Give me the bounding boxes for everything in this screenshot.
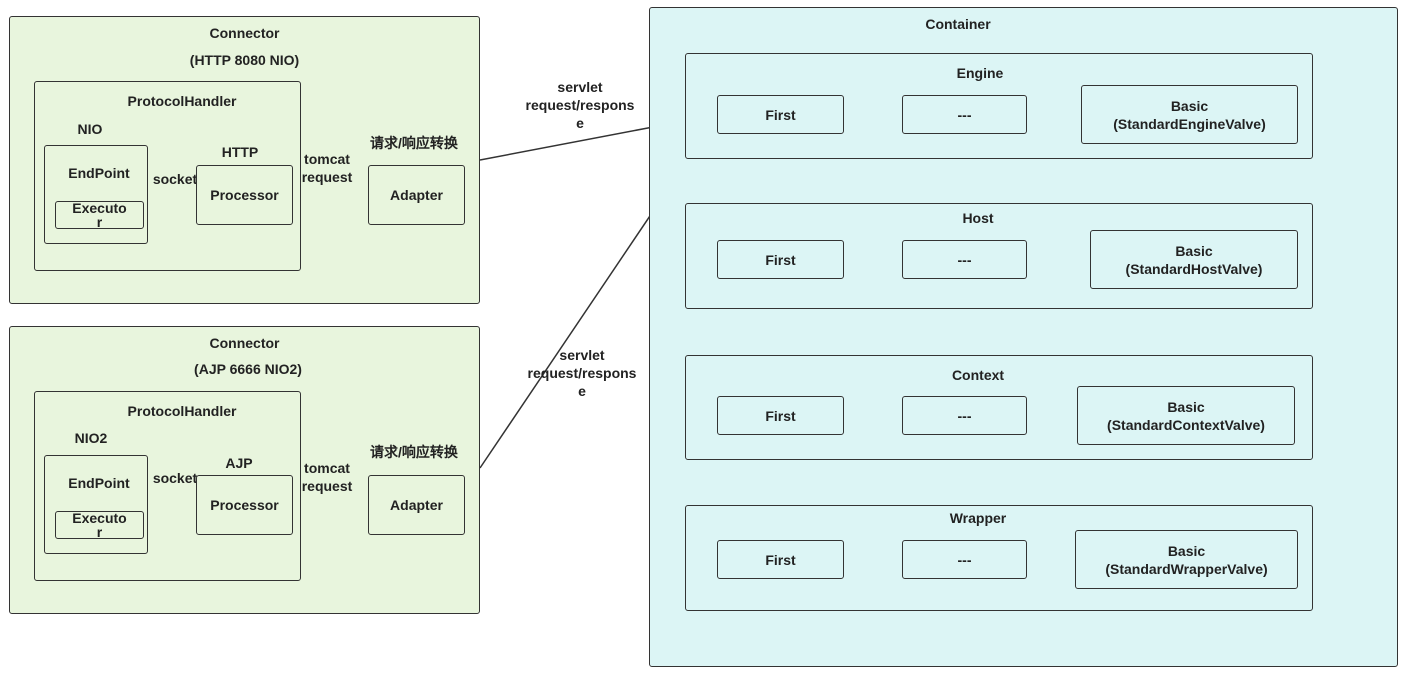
io-model-label: NIO	[77, 121, 103, 137]
engine-label: Engine	[956, 65, 1004, 81]
processor-type-label: HTTP	[221, 144, 259, 160]
connector-ajp	[9, 326, 480, 614]
protocol-handler-box	[34, 391, 301, 581]
connector-title: Connector	[209, 335, 280, 351]
protocol-handler-box	[34, 81, 301, 271]
socket-label: socket	[152, 470, 198, 486]
wrapper-basic-valve: Basic (StandardWrapperValve)	[1075, 530, 1298, 589]
connector-subtitle: (AJP 6666 NIO2)	[194, 361, 302, 377]
connector-title: Connector	[209, 25, 280, 41]
servlet-request-label: servlet request/respons e	[525, 79, 635, 131]
tomcat-request-label: tomcat request	[301, 151, 353, 185]
executor-box: Executo r	[55, 201, 144, 229]
wrapper-label: Wrapper	[949, 510, 1007, 526]
context-layer	[685, 355, 1313, 460]
protocol-handler-label: ProtocolHandler	[127, 93, 237, 109]
host-basic-valve: Basic (StandardHostValve)	[1090, 230, 1298, 289]
host-layer	[685, 203, 1313, 309]
context-label: Context	[951, 367, 1005, 383]
socket-label: socket	[152, 171, 198, 187]
io-model-label: NIO2	[74, 430, 108, 446]
engine-middle-valve: ---	[902, 95, 1027, 134]
conversion-label: 请求/响应转换	[370, 444, 458, 460]
host-label: Host	[962, 210, 994, 226]
processor-type-label: AJP	[225, 455, 253, 471]
engine-basic-valve: Basic (StandardEngineValve)	[1081, 85, 1298, 144]
endpoint-box	[44, 455, 148, 554]
processor-box: Processor	[196, 165, 293, 225]
adapter-box: Adapter	[368, 475, 465, 535]
wrapper-layer	[685, 505, 1313, 611]
context-first-valve: First	[717, 396, 844, 435]
tomcat-request-label: tomcat request	[301, 460, 353, 494]
adapter-box: Adapter	[368, 165, 465, 225]
host-first-valve: First	[717, 240, 844, 279]
connector-http	[9, 16, 480, 304]
protocol-handler-label: ProtocolHandler	[127, 403, 237, 419]
engine-first-valve: First	[717, 95, 844, 134]
container-title: Container	[925, 16, 991, 32]
context-middle-valve: ---	[902, 396, 1027, 435]
wrapper-first-valve: First	[717, 540, 844, 579]
container-box	[649, 7, 1398, 667]
processor-box: Processor	[196, 475, 293, 535]
conversion-label: 请求/响应转换	[370, 135, 458, 151]
endpoint-box	[44, 145, 148, 244]
endpoint-label: EndPoint	[68, 475, 130, 491]
wrapper-middle-valve: ---	[902, 540, 1027, 579]
engine-layer	[685, 53, 1313, 159]
servlet-request-label: servlet request/respons e	[527, 347, 637, 399]
host-middle-valve: ---	[902, 240, 1027, 279]
endpoint-label: EndPoint	[68, 165, 130, 181]
executor-box: Executo r	[55, 511, 144, 539]
context-basic-valve: Basic (StandardContextValve)	[1077, 386, 1295, 445]
connector-subtitle: (HTTP 8080 NIO)	[189, 52, 300, 68]
